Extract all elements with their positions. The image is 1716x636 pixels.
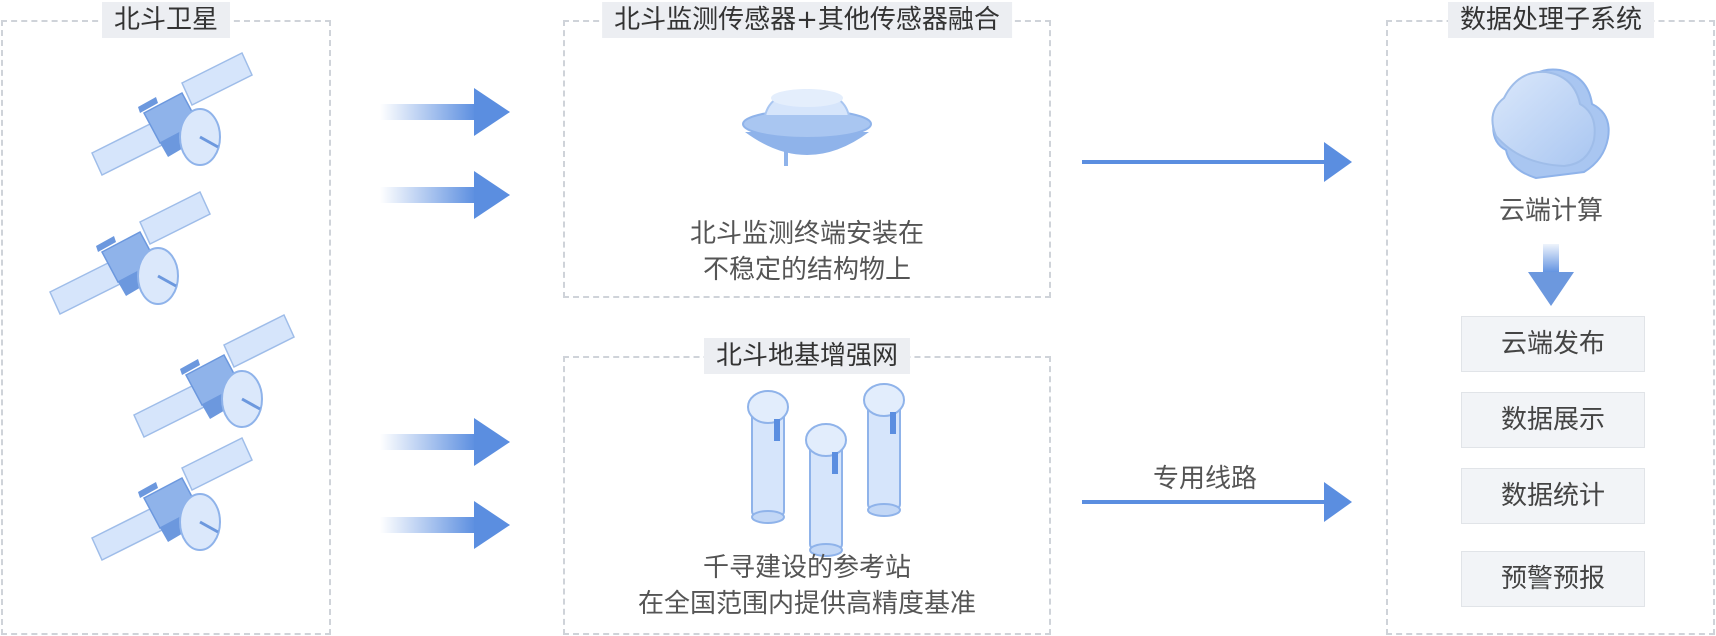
satellite-icon xyxy=(48,190,212,316)
arrow-right-icon xyxy=(380,171,510,219)
processing-box-cloud-publish: 云端发布 xyxy=(1461,316,1645,372)
processing-box-early-warning: 预警预报 xyxy=(1461,551,1645,607)
sensor-caption-line1: 北斗监测终端安装在 xyxy=(689,219,925,249)
sensor-caption: 北斗监测终端安装在 不稳定的结构物上 xyxy=(690,216,924,288)
arrow-right-icon xyxy=(1082,142,1352,182)
gnss-receiver-icon xyxy=(742,88,872,166)
arrow-right-icon xyxy=(380,418,510,466)
arrow-right-icon xyxy=(380,88,510,136)
arrow-right-icon xyxy=(380,501,510,549)
reference-station-icon xyxy=(863,383,905,517)
reference-station-icon xyxy=(747,390,789,524)
sensor-caption-line2: 不稳定的结构物上 xyxy=(702,255,912,285)
arrow-down-icon xyxy=(1528,244,1574,306)
cloud-computing-label: 云端计算 xyxy=(1498,196,1604,226)
sensor-panel-title: 北斗监测传感器+其他传感器融合 xyxy=(602,2,1012,38)
ground-caption-line2: 在全国范围内提供高精度基准 xyxy=(637,589,977,619)
processing-box-data-display: 数据展示 xyxy=(1461,392,1645,448)
arrow-right-icon xyxy=(1082,482,1352,522)
processing-panel-title: 数据处理子系统 xyxy=(1447,2,1655,38)
satellite-icon xyxy=(132,313,296,439)
satellite-icon xyxy=(90,436,254,562)
ground-caption: 千寻建设的参考站 在全国范围内提供高精度基准 xyxy=(638,550,976,622)
processing-box-data-statistics: 数据统计 xyxy=(1461,468,1645,524)
ground-panel-title: 北斗地基增强网 xyxy=(703,338,911,374)
cloud-icon xyxy=(1491,68,1610,180)
ground-caption-line1: 千寻建设的参考站 xyxy=(702,553,912,583)
satellite-panel-title: 北斗卫星 xyxy=(101,2,231,38)
satellite-icon xyxy=(90,51,254,177)
dedicated-line-label: 专用线路 xyxy=(1152,464,1258,494)
reference-station-icon xyxy=(805,423,847,557)
